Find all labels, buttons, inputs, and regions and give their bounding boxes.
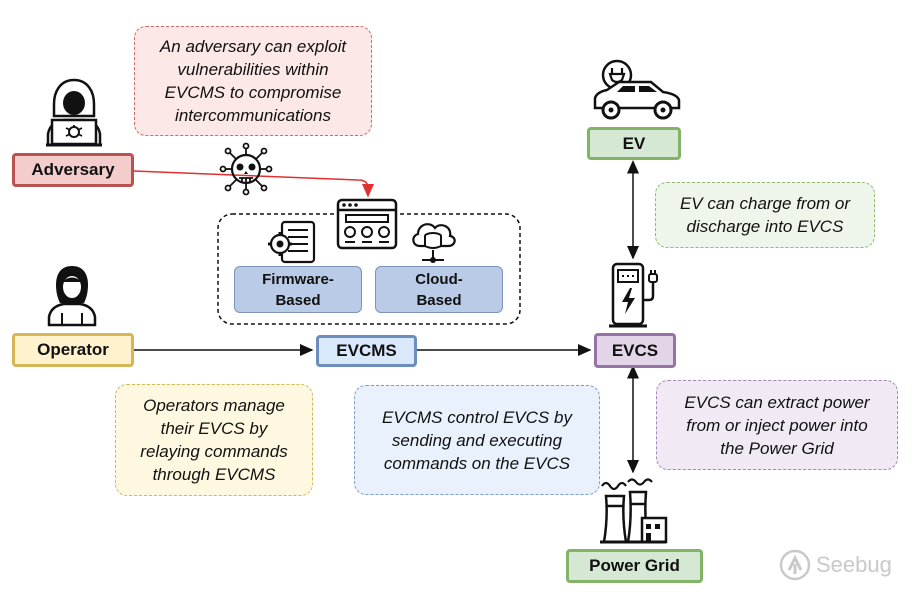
evcms-note: EVCMS control EVCS by sending and execut… (354, 385, 600, 495)
ev-note: EV can charge from or discharge into EVC… (655, 182, 875, 248)
evcs-node: EVCS (594, 333, 676, 368)
cloud-based-box: Cloud- Based (375, 266, 503, 313)
seebug-logo-icon (779, 549, 811, 581)
operator-person-icon (47, 266, 97, 327)
watermark-text: Seebug (816, 552, 892, 577)
attack-arrow (133, 170, 374, 198)
power-grid-node: Power Grid (566, 549, 703, 583)
ev-node: EV (587, 127, 681, 160)
cloud-database-icon (412, 223, 456, 263)
power-plant-icon (600, 478, 668, 544)
firmware-based-box: Firmware- Based (234, 266, 362, 313)
evcs-note: EVCS can extract power from or inject po… (656, 380, 898, 470)
firmware-chip-icon (268, 220, 316, 264)
charging-station-icon (609, 262, 658, 328)
adversary-note: An adversary can exploit vulnerabilities… (134, 26, 372, 136)
evcms-node: EVCMS (316, 335, 417, 367)
seebug-watermark: Seebug (778, 548, 892, 582)
operator-node: Operator (12, 333, 134, 367)
skull-bug-icon (219, 142, 273, 196)
adversary-node: Adversary (12, 153, 134, 187)
electric-car-icon (593, 59, 681, 120)
hacker-icon (46, 78, 102, 147)
operators-note: Operators manage their EVCS by relaying … (115, 384, 313, 496)
web-dashboard-icon (336, 198, 398, 250)
